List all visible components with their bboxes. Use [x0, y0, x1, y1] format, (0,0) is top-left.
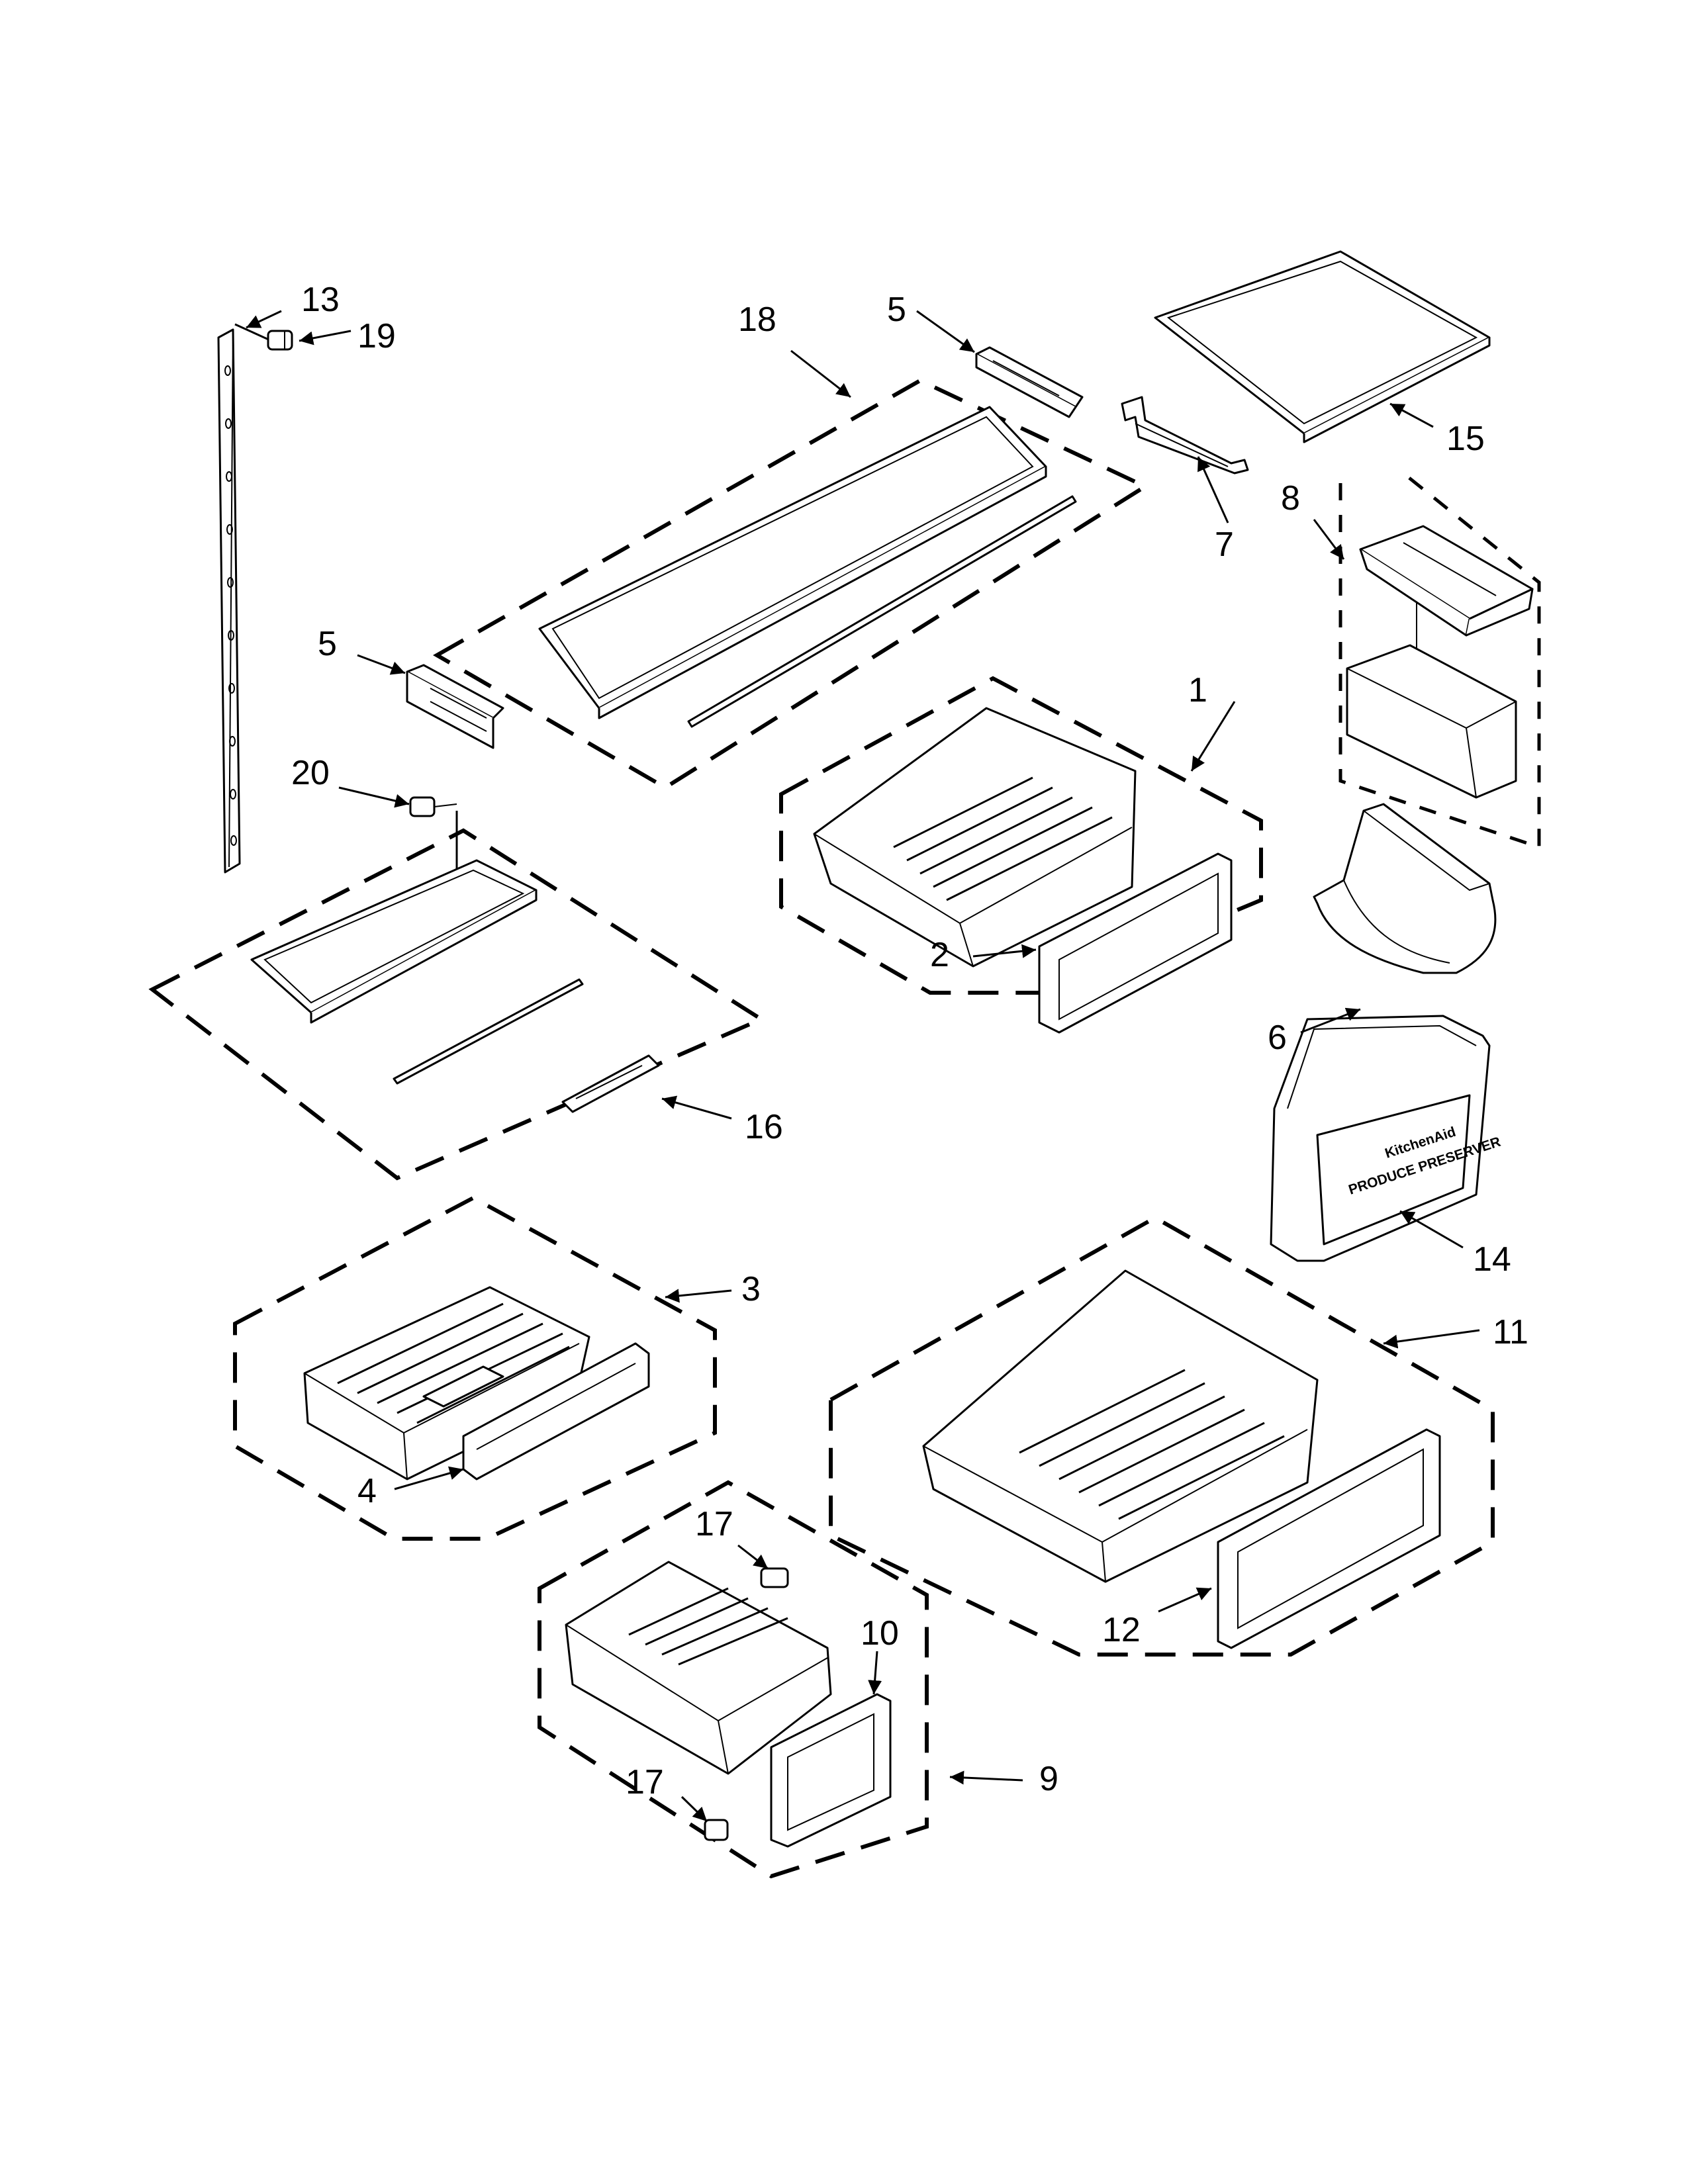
callout-3: 3 — [741, 1270, 761, 1308]
deli-grid — [337, 1302, 570, 1424]
support-arm-part — [1121, 396, 1249, 475]
small-drawer-ribs — [628, 1587, 788, 1666]
shelf-bracket-lower-part — [406, 664, 504, 749]
shelf-bracket-upper-part — [975, 346, 1084, 418]
callout-2: 2 — [930, 936, 949, 974]
lower-shelf-assembly — [148, 811, 766, 1181]
shelf-screw-part — [409, 796, 457, 817]
rail-slots — [224, 365, 237, 846]
callout-8: 8 — [1281, 479, 1300, 518]
callout-11: 11 — [1493, 1313, 1528, 1351]
dairy-bin-assembly — [1338, 472, 1541, 850]
callout-17-upper: 17 — [695, 1505, 733, 1543]
callout-20: 20 — [291, 754, 330, 792]
deli-drawer-assembly — [233, 1195, 717, 1541]
callout-5-upper: 5 — [887, 291, 906, 329]
callout-19: 19 — [357, 317, 396, 355]
callout-5-lower: 5 — [318, 625, 337, 663]
callout-17-lower: 17 — [626, 1763, 664, 1801]
drawer-screw-lower-part — [704, 1819, 729, 1841]
callout-7: 7 — [1215, 525, 1234, 564]
large-crisper-assembly — [829, 1215, 1495, 1657]
callout-18: 18 — [738, 300, 776, 339]
callout-14: 14 — [1473, 1240, 1511, 1279]
callout-12: 12 — [1102, 1611, 1141, 1649]
large-crisper-ribs — [1019, 1369, 1285, 1520]
drawer-screw-upper-part — [760, 1567, 789, 1588]
callout-4: 4 — [357, 1472, 377, 1510]
callout-1: 1 — [1188, 671, 1207, 709]
callout-9: 9 — [1039, 1760, 1058, 1798]
glass-shelf-part — [1154, 250, 1491, 443]
callout-6: 6 — [1268, 1019, 1287, 1057]
shelf-ladder-rail-part — [217, 328, 241, 874]
callout-16: 16 — [745, 1108, 783, 1146]
callout-leaders — [246, 310, 1480, 1823]
callout-labels: 1 2 3 4 5 5 6 7 8 9 10 11 12 13 14 15 16… — [291, 281, 1528, 1801]
top-shelf-assembly — [432, 378, 1150, 790]
small-drawer-assembly — [538, 1480, 929, 1879]
rail-screw-part — [234, 323, 293, 351]
callout-13: 13 — [301, 281, 340, 319]
callout-10: 10 — [861, 1614, 899, 1653]
upper-crisper-assembly — [779, 676, 1263, 1034]
produce-preserver-part: KitchenAid PRODUCE PRESERVER — [1270, 1015, 1503, 1262]
crisper-ribs — [893, 776, 1113, 901]
callout-15: 15 — [1446, 420, 1485, 458]
curved-divider-part — [1313, 803, 1497, 974]
